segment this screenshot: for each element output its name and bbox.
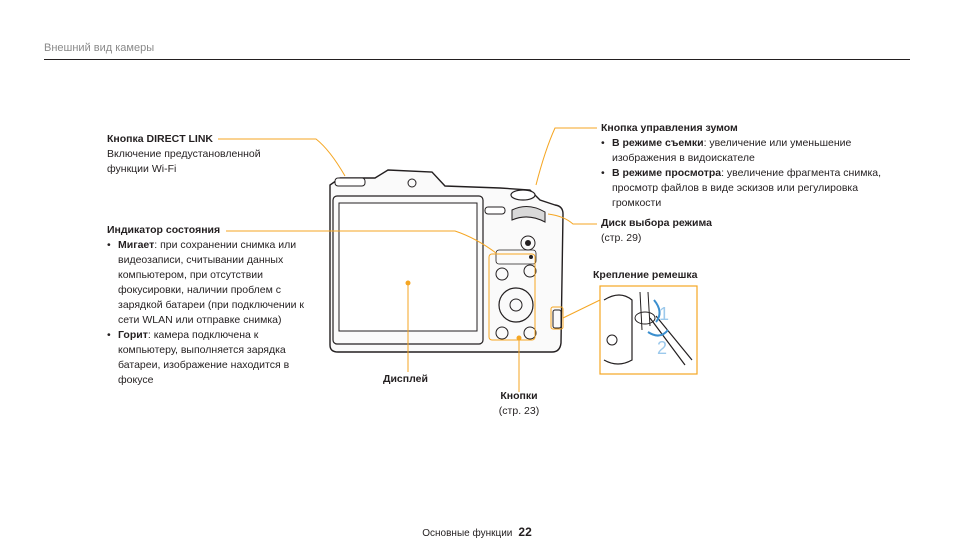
display-title: Дисплей <box>383 373 428 385</box>
menu-button <box>495 267 509 281</box>
strap-arrow-2 <box>647 329 669 337</box>
buttons-ref: (стр. 23) <box>498 405 540 417</box>
section-title: Внешний вид камеры <box>44 42 155 54</box>
mode-dial-ref: (стр. 29) <box>601 232 642 244</box>
status-item-on: Горит: камера подключена к компьютеру, в… <box>107 328 311 388</box>
page-footer: Основные функции 22 <box>0 525 954 539</box>
direct-link-callout: Кнопка DIRECT LINK Включение предустанов… <box>107 132 287 177</box>
flash-button <box>484 206 506 215</box>
fn-button <box>495 326 509 340</box>
buttons-callout: Кнопки (стр. 23) <box>497 389 541 419</box>
footer-label: Основные функции <box>422 528 513 539</box>
status-indicator-callout: Индикатор состояния Мигает: при сохранен… <box>107 223 311 388</box>
mode-dial-title: Диск выбора режима <box>601 217 712 229</box>
strap-title: Крепление ремешка <box>593 269 698 281</box>
strap-step-2: 2 <box>657 338 668 358</box>
delete-button <box>523 326 537 340</box>
strap-step-1: 1 <box>659 304 670 324</box>
mode-dial-callout: Диск выбора режима (стр. 29) <box>601 216 712 246</box>
mode-dial <box>511 206 546 223</box>
zoom-title: Кнопка управления зумом <box>601 122 738 134</box>
zoom-item-playback: В режиме просмотра: увеличение фрагмента… <box>601 166 901 211</box>
navigation-wheel <box>498 287 534 323</box>
shutter-icon <box>407 178 417 188</box>
status-indicator-title: Индикатор состояния <box>107 224 221 236</box>
strap-arrow-1 <box>653 299 661 323</box>
strap-eyelet <box>552 309 562 329</box>
status-lamp <box>529 255 533 259</box>
direct-link-desc: Включение предустановленной функции Wi-F… <box>107 148 261 175</box>
header-rule <box>44 59 910 60</box>
direct-link-title: Кнопка DIRECT LINK <box>107 133 214 145</box>
playback-button <box>523 264 537 278</box>
buttons-title: Кнопки <box>500 390 538 402</box>
direct-link-button <box>334 177 366 187</box>
status-item-blinking: Мигает: при сохранении снимка или видеоз… <box>107 238 311 328</box>
page-number: 22 <box>518 525 532 539</box>
zoom-callout: Кнопка управления зумом В режиме съемки:… <box>601 121 901 211</box>
zoom-lever <box>510 189 536 201</box>
zoom-item-shooting: В режиме съемки: увеличение или уменьшен… <box>601 136 901 166</box>
